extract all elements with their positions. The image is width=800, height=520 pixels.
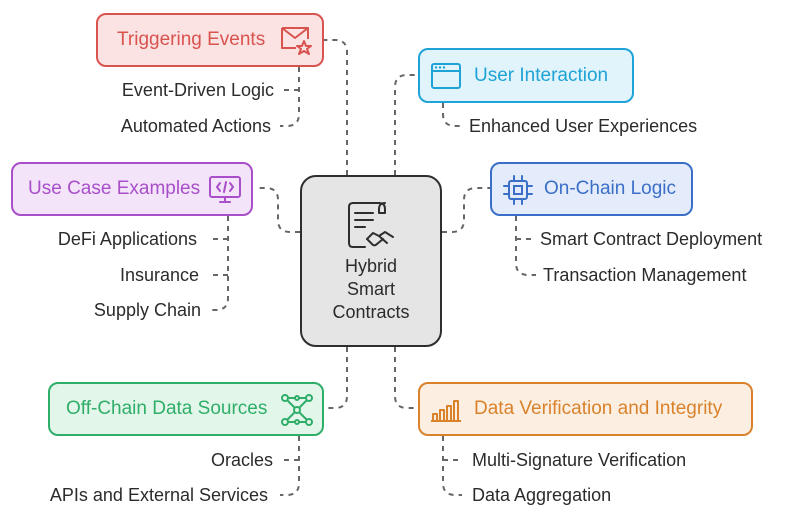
connector-user-interaction [394,74,418,175]
branch-label-user-interaction: User Interaction [474,64,609,86]
browser-window-icon [431,63,461,89]
branch-on-chain-logic: On-Chain Logic [490,162,693,216]
branch-label-triggering-events: Triggering Events [117,29,266,50]
network-nodes-icon [281,394,313,426]
branch-label-use-case-examples: Use Case Examples [28,178,201,199]
connector-use-case-examples [255,187,300,233]
connector-sub-trigger [280,67,300,127]
sub-item-supply-chain: Supply Chain [93,300,201,320]
branch-triggering-events: Triggering Events [96,13,324,67]
chip-icon [503,175,533,205]
sub-item-enhanced-user-experiences: Enhanced User Experiences [469,116,698,136]
branch-off-chain-data-sources: Off-Chain Data Sources [48,382,324,436]
branch-label-data-verification: Data Verification and Integrity [474,398,723,419]
branch-data-verification: Data Verification and Integrity [418,382,753,436]
center-title: Hybrid Smart Contracts [332,256,410,322]
branch-label-on-chain-logic: On-Chain Logic [544,178,677,199]
connector-sub-usecase [208,216,229,311]
connector-sub-onchain [515,216,536,276]
sub-item-insurance: Insurance [119,265,199,285]
connector-sub-user [442,103,462,127]
sub-item-apis-and-external-services: APIs and External Services [49,485,268,505]
connector-triggering-events [324,39,348,175]
sub-item-transaction-management: Transaction Management [543,265,747,285]
center-node: Hybrid Smart Contracts [300,175,442,347]
branch-user-interaction: User Interaction [418,48,634,103]
monitor-code-icon [209,176,241,203]
sub-item-automated-actions: Automated Actions [120,116,271,136]
branch-use-case-examples: Use Case Examples [11,162,253,216]
sub-item-oracles: Oracles [210,450,273,470]
sub-item-data-aggregation: Data Aggregation [472,485,612,505]
connector-data-verification [394,347,418,409]
envelope-star-icon [281,27,312,55]
connector-sub-dataverif [442,436,462,496]
sub-item-event-driven-logic: Event-Driven Logic [121,80,274,100]
connector-sub-offchain [280,436,300,496]
sub-item-smart-contract-deployment: Smart Contract Deployment [540,229,763,249]
sub-item-defi-applications: DeFi Applications [57,229,197,249]
sub-item-multi-signature-verification: Multi-Signature Verification [472,450,687,470]
contract-handshake-icon [348,202,394,248]
bar-chart-icon [431,400,461,422]
connector-on-chain-logic [442,187,490,233]
connector-off-chain-data-sources [324,347,348,409]
branch-label-off-chain-data-sources: Off-Chain Data Sources [66,398,268,419]
